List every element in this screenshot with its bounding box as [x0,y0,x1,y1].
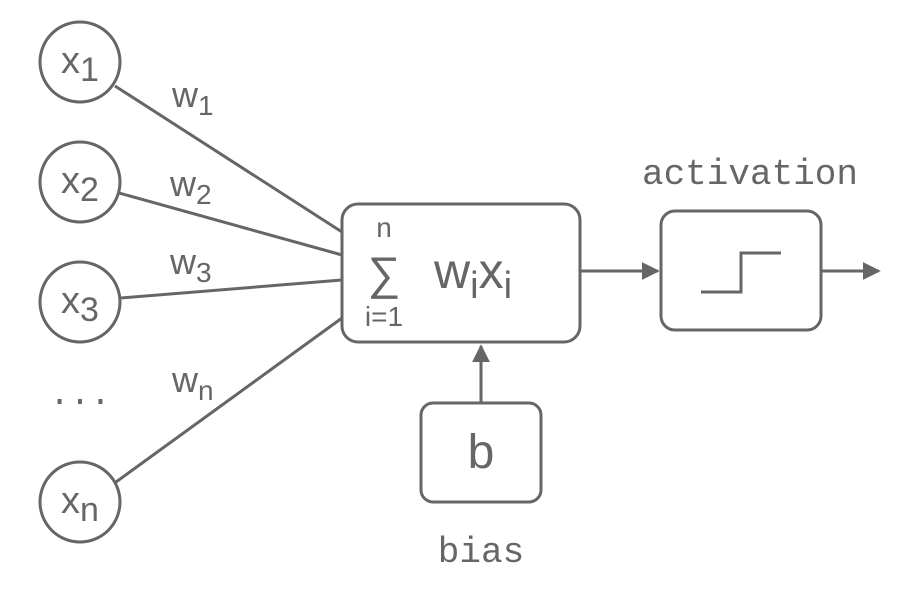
bias-label: bias [438,532,524,573]
svg-text:xn: xn [61,480,99,529]
bias-symbol: b [468,426,495,479]
bias-node: b [419,401,543,504]
svg-text:x3: x3 [61,280,99,329]
edge-x1 [114,84,343,234]
step-function-icon [701,251,781,294]
edge-x3 [120,278,343,300]
activation-label: activation [642,154,858,195]
input-node-xn: xn [38,460,122,544]
edge-x2 [118,191,343,257]
svg-text:x1: x1 [61,40,99,89]
weight-label-wn: wn [171,359,214,406]
input-node-x2: x2 [38,140,122,224]
edge-xn [115,316,343,484]
input-node-x1: x1 [38,20,122,104]
summation-node: n ∑ i=1 wixi [340,202,582,344]
sum-lower-limit: i=1 [365,301,403,332]
weight-label-w3: w3 [169,241,212,288]
sum-expression: wixi [433,243,512,307]
input-node-x3: x3 [38,260,122,344]
weight-label-w1: w1 [171,74,214,121]
svg-text:x2: x2 [61,160,99,209]
inputs-ellipsis: ... [49,377,110,415]
sum-upper-limit: n [376,212,392,243]
sigma-symbol: ∑ [368,247,401,299]
activation-node [659,209,823,332]
weight-label-w2: w2 [169,163,212,210]
